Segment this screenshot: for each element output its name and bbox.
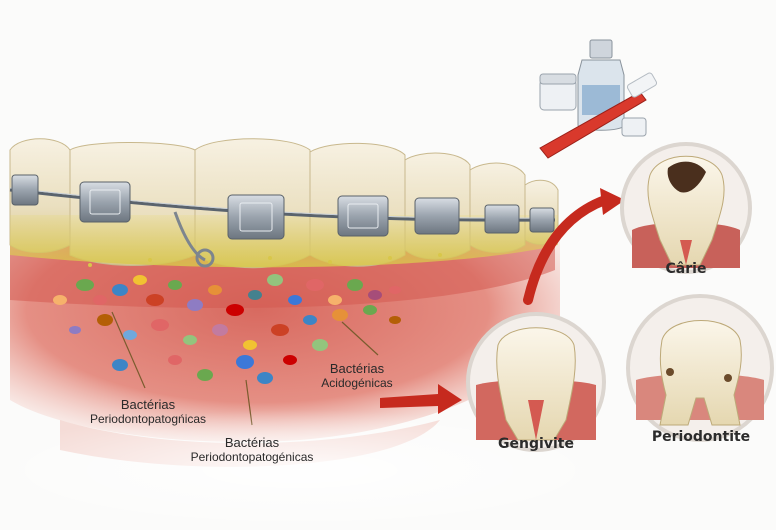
hygiene-products [540, 40, 658, 158]
label-periodontopathogenic-center: Bactérias Periodontopatogénicas [182, 436, 322, 465]
label-acidogenic: Bactérias Acidogénicas [302, 362, 412, 391]
periodontitis-label: Periodontite [646, 429, 756, 445]
caries-label: Cârie [646, 261, 726, 277]
gingivitis-label: Gengivite [490, 436, 582, 452]
caries-stage-circle [622, 144, 750, 272]
floss-container-icon [540, 74, 576, 110]
gingivitis-stage-circle [468, 314, 604, 450]
periodontitis-stage-circle [628, 296, 772, 440]
label-periodontopathogenic-left: Bactérias Periodontopatogńicas [78, 398, 218, 427]
